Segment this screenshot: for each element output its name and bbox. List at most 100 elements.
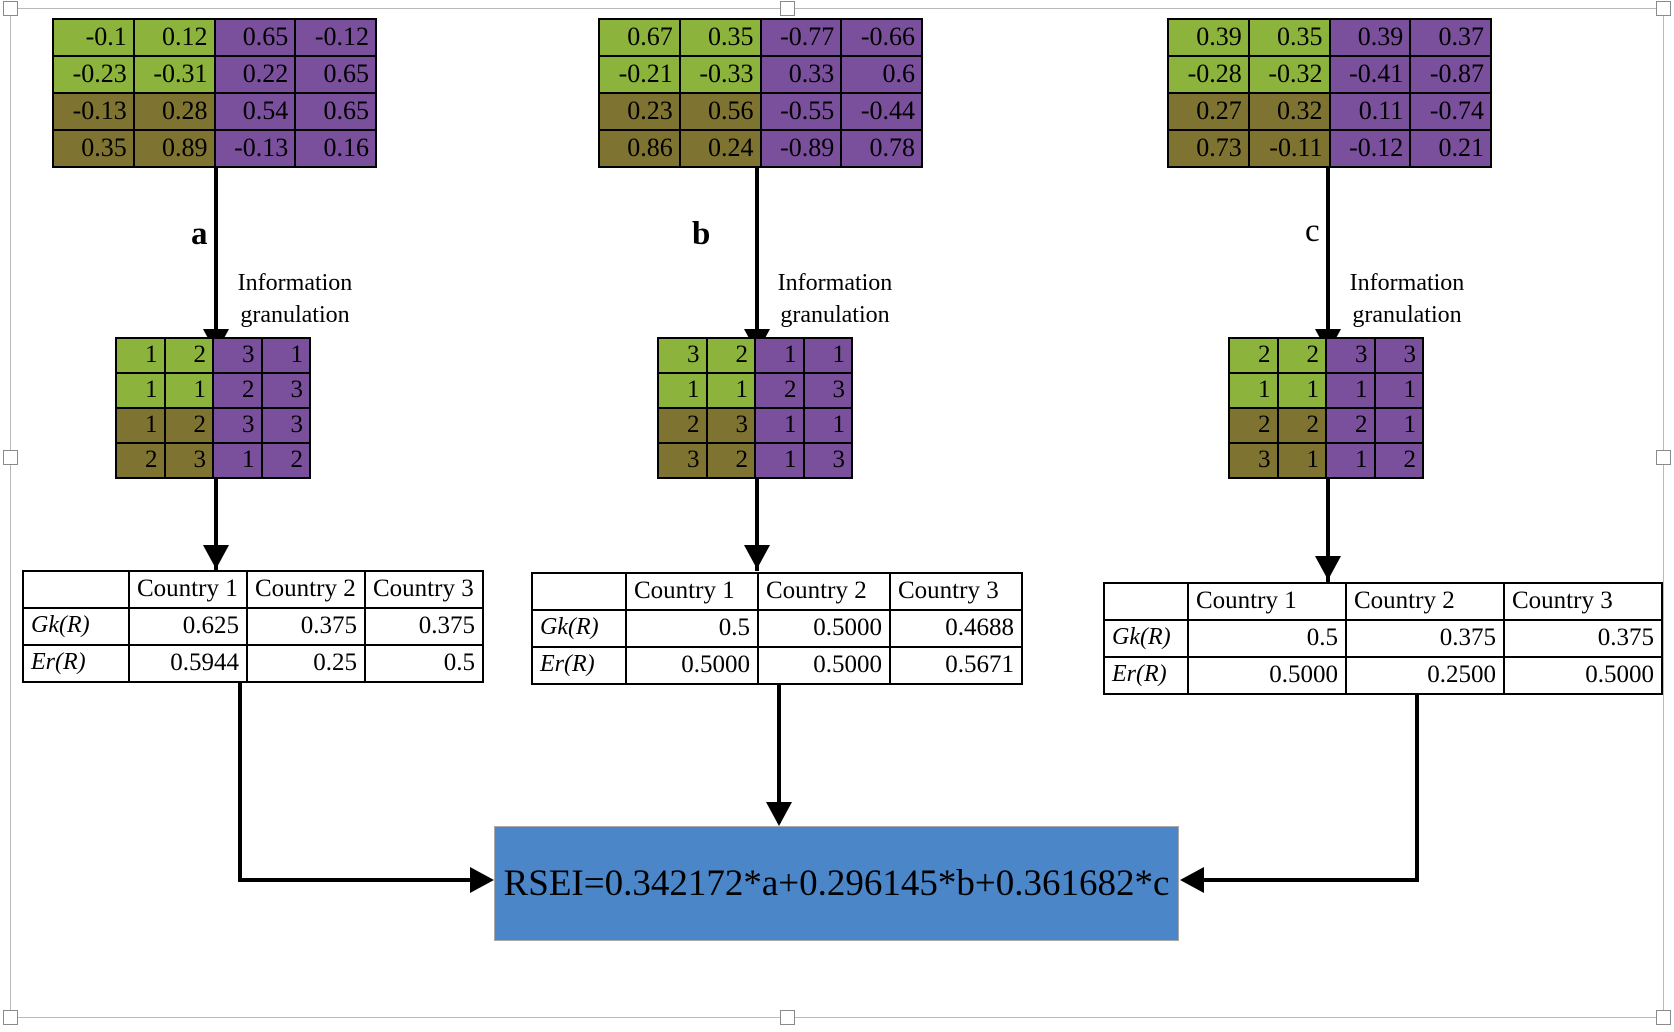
matrix-cell: 2 <box>1325 407 1376 444</box>
matrix-cell: 2 <box>1276 407 1327 444</box>
matrix-row: 0.23 0.56 -0.55 -0.44 <box>598 92 923 131</box>
matrix-cell: 0.11 <box>1328 92 1412 131</box>
matrix-row: -0.13 0.28 0.54 0.65 <box>52 92 377 131</box>
result-value: 0.5 <box>625 609 759 648</box>
ig-line-1: Information <box>237 270 353 296</box>
resize-handle-top-right[interactable] <box>1656 1 1671 16</box>
result-row-label-gk: Gk(R) <box>531 609 627 648</box>
matrix-cell: 2 <box>1373 442 1424 479</box>
matrix-cell: 2 <box>163 337 214 374</box>
matrix-cell: 1 <box>657 372 708 409</box>
arrow-c-result-shaft <box>1326 478 1330 583</box>
result-table-header-row: Country 1 Country 2 Country 3 <box>22 570 484 609</box>
matrix-cell: 2 <box>705 337 756 374</box>
matrix-cell: 2 <box>212 372 263 409</box>
arrow-b-result-shaft <box>755 478 759 571</box>
arrow-a-to-rsei-horizontal <box>238 878 478 882</box>
matrix-cell: 0.78 <box>840 129 923 168</box>
matrix-cell: 1 <box>754 407 805 444</box>
matrix-row: 0.67 0.35 -0.77 -0.66 <box>598 18 923 57</box>
resize-handle-bottom-center[interactable] <box>780 1010 795 1025</box>
matrix-cell: 1 <box>115 337 166 374</box>
matrix-cell: 3 <box>260 372 311 409</box>
result-value: 0.5 <box>1187 619 1347 658</box>
matrix-cell: 2 <box>657 407 708 444</box>
matrix-row: 3 1 1 2 <box>1228 442 1424 479</box>
resize-handle-bottom-left[interactable] <box>3 1010 18 1025</box>
matrix-cell: 3 <box>260 407 311 444</box>
matrix-cell: 2 <box>1228 407 1279 444</box>
matrix-cell: 2 <box>163 407 214 444</box>
branch-label-a: a <box>191 216 208 252</box>
matrix-cell: 3 <box>802 372 853 409</box>
resize-handle-middle-right[interactable] <box>1656 450 1671 465</box>
matrix-row: 0.27 0.32 0.11 -0.74 <box>1167 92 1492 131</box>
resize-handle-top-left[interactable] <box>3 1 18 16</box>
arrow-a-granulate-shaft <box>214 165 218 340</box>
information-granulation-label-b: Information granulation <box>765 268 905 331</box>
matrix-cell: 0.54 <box>213 92 297 131</box>
matrix-cell: -0.12 <box>294 18 377 57</box>
resize-handle-middle-left[interactable] <box>3 450 18 465</box>
result-value: 0.375 <box>364 607 484 646</box>
matrix-cell: 0.67 <box>598 18 681 57</box>
result-table-corner <box>531 572 627 611</box>
matrix-cell: 1 <box>1325 442 1376 479</box>
matrix-cell: 1 <box>1276 372 1327 409</box>
arrow-a-to-rsei-head <box>470 867 494 893</box>
arrow-c-to-rsei-vertical <box>1415 692 1419 882</box>
matrix-cell: -0.44 <box>840 92 923 131</box>
matrix-row: 1 1 1 1 <box>1228 372 1424 409</box>
source-matrix-c: 0.39 0.35 0.39 0.37 -0.28 -0.32 -0.41 -0… <box>1167 18 1492 168</box>
matrix-cell: 2 <box>115 442 166 479</box>
result-row-label-gk: Gk(R) <box>22 607 130 646</box>
matrix-cell: 0.37 <box>1409 18 1492 57</box>
matrix-cell: 0.24 <box>678 129 762 168</box>
result-table-row: Gk(R) 0.5 0.5000 0.4688 <box>531 609 1023 648</box>
matrix-row: -0.28 -0.32 -0.41 -0.87 <box>1167 55 1492 94</box>
matrix-row: 2 2 3 3 <box>1228 337 1424 374</box>
result-value: 0.2500 <box>1345 656 1505 695</box>
matrix-cell: 1 <box>754 337 805 374</box>
matrix-cell: 0.6 <box>840 55 923 94</box>
result-value: 0.5671 <box>889 646 1023 685</box>
matrix-cell: 2 <box>1276 337 1327 374</box>
result-table-row: Er(R) 0.5000 0.5000 0.5671 <box>531 646 1023 685</box>
result-table-header-country-1: Country 1 <box>128 570 248 609</box>
result-table-b: Country 1 Country 2 Country 3 Gk(R) 0.5 … <box>531 572 1023 685</box>
resize-handle-top-center[interactable] <box>780 1 795 16</box>
information-granulation-label-a: Information granulation <box>225 268 365 331</box>
ig-line-1: Information <box>777 270 893 296</box>
matrix-cell: 0.28 <box>132 92 216 131</box>
result-table-header-country-1: Country 1 <box>625 572 759 611</box>
result-value: 0.5000 <box>757 609 891 648</box>
matrix-cell: 0.33 <box>759 55 843 94</box>
matrix-cell: -0.28 <box>1167 55 1250 94</box>
matrix-cell: 1 <box>115 407 166 444</box>
matrix-cell: 1 <box>1373 372 1424 409</box>
matrix-row: 2 3 1 1 <box>657 407 853 444</box>
matrix-cell: 2 <box>705 442 756 479</box>
matrix-cell: -0.21 <box>598 55 681 94</box>
matrix-cell: 0.22 <box>213 55 297 94</box>
arrow-c-granulate-shaft <box>1326 165 1330 340</box>
branch-label-b: b <box>692 216 711 252</box>
matrix-cell: 1 <box>163 372 214 409</box>
matrix-cell: 3 <box>657 337 708 374</box>
result-value: 0.5000 <box>1503 656 1663 695</box>
matrix-cell: -0.1 <box>52 18 135 57</box>
matrix-cell: 3 <box>1325 337 1376 374</box>
result-table-header-country-1: Country 1 <box>1187 582 1347 621</box>
matrix-cell: 3 <box>705 407 756 444</box>
matrix-cell: -0.31 <box>132 55 216 94</box>
matrix-row: 1 2 3 3 <box>115 407 311 444</box>
ig-line-1: Information <box>1349 270 1465 296</box>
matrix-row: 0.73 -0.11 -0.12 0.21 <box>1167 129 1492 168</box>
matrix-cell: -0.33 <box>678 55 762 94</box>
granular-matrix-a: 1 2 3 1 1 1 2 3 1 2 3 3 2 3 1 2 <box>115 337 311 479</box>
rsei-result-box[interactable]: RSEI=0.342172*a+0.296145*b+0.361682*c <box>494 826 1179 941</box>
matrix-cell: 0.89 <box>132 129 216 168</box>
result-value: 0.5944 <box>128 644 248 683</box>
resize-handle-bottom-right[interactable] <box>1656 1010 1671 1025</box>
matrix-cell: 1 <box>1276 442 1327 479</box>
